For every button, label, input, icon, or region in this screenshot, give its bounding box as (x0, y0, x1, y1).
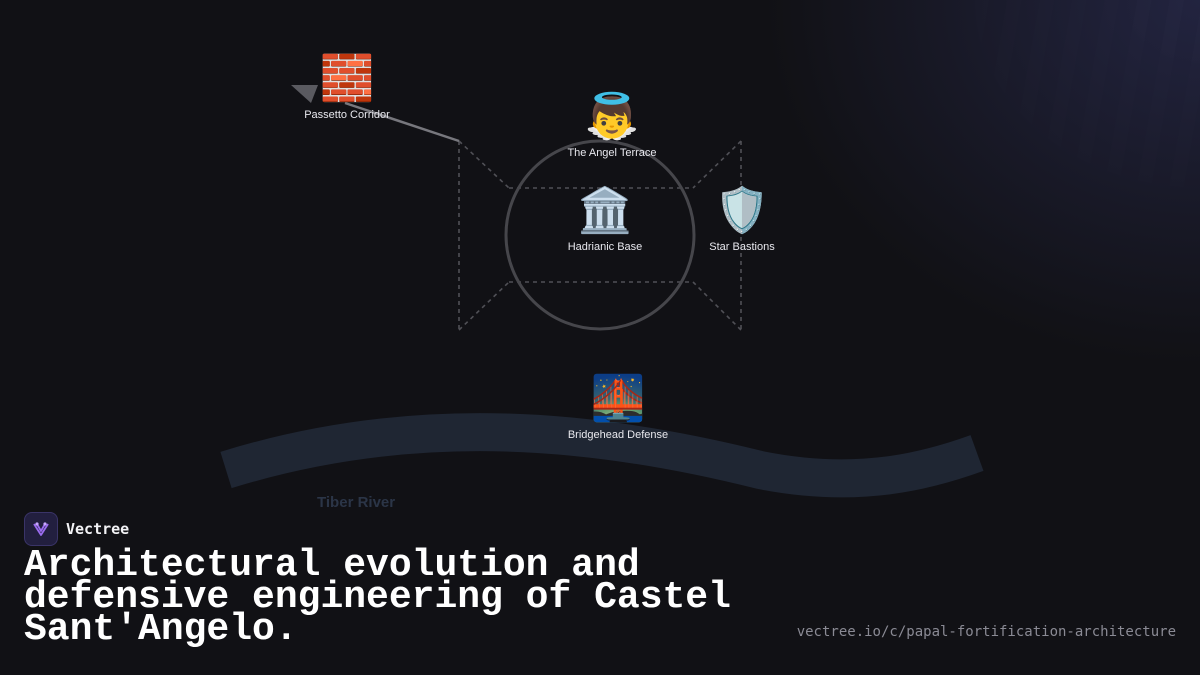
source-url[interactable]: vectree.io/c/papal-fortification-archite… (796, 624, 1176, 640)
mausoleum-drum (504, 139, 696, 331)
bridge-at-night-icon: 🌉 (590, 374, 646, 423)
angel-icon: 👼 (584, 92, 640, 141)
node-bridgehead-defense: 🌉 Bridgehead Defense (557, 374, 679, 442)
classical-building-icon: 🏛️ (577, 186, 633, 235)
page-title: Architectural evolution and defensive en… (24, 544, 731, 651)
node-label: Bridgehead Defense (567, 429, 669, 441)
node-star-bastions: 🛡️ Star Bastions (700, 186, 784, 254)
brand-name: Vectree (66, 520, 130, 538)
shield-icon: 🛡️ (714, 186, 770, 235)
brand[interactable]: Vectree (24, 512, 129, 546)
node-passetto-corridor: 🧱 Passetto Corridor (297, 54, 397, 122)
brick-wall-icon: 🧱 (319, 54, 375, 103)
passetto-corridor-line (344, 101, 460, 143)
star-bastions-outline (458, 140, 742, 331)
node-hadrianic-base: 🏛️ Hadrianic Base (557, 186, 653, 254)
river-label: Tiber River (317, 494, 396, 511)
vectree-logo-icon (24, 512, 58, 546)
node-label: The Angel Terrace (567, 147, 657, 159)
tiber-river (220, 413, 984, 498)
node-label: Star Bastions (709, 241, 775, 253)
passetto-arrowhead (291, 85, 318, 103)
node-angel-terrace: 👼 The Angel Terrace (557, 92, 667, 160)
node-label: Hadrianic Base (567, 241, 643, 253)
node-label: Passetto Corridor (304, 109, 390, 121)
